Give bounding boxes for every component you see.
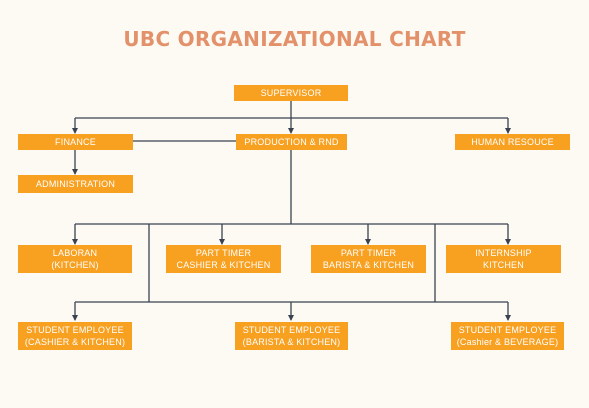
node-production-line1: PRODUCTION & RND xyxy=(244,137,339,147)
node-pt-cashier-line1: PART TIMER xyxy=(195,248,252,258)
node-internship-line1: INTERNSHIP xyxy=(475,248,532,258)
node-administration: ADMINISTRATION xyxy=(18,175,133,193)
node-part-timer-barista: PART TIMER BARISTA & KITCHEN xyxy=(311,245,426,273)
node-part-timer-cashier: PART TIMER CASHIER & KITCHEN xyxy=(166,245,281,273)
node-human-resource: HUMAN RESOUCE xyxy=(455,134,570,150)
node-pt-barista-line1: PART TIMER xyxy=(340,248,397,258)
node-hr-line1: HUMAN RESOUCE xyxy=(471,137,554,147)
node-finance: FINANCE xyxy=(18,134,133,150)
node-student-cashier-kitchen: STUDENT EMPLOYEE (CASHIER & KITCHEN) xyxy=(18,322,132,350)
node-pt-cashier-line2: CASHIER & KITCHEN xyxy=(176,260,271,270)
node-se-ck-line1: STUDENT EMPLOYEE xyxy=(26,325,124,335)
node-internship-line2: KITCHEN xyxy=(483,260,524,270)
node-laboran: LABORAN (KITCHEN) xyxy=(18,245,132,273)
node-finance-line1: FINANCE xyxy=(55,137,96,147)
node-se-ck-line2: (CASHIER & KITCHEN) xyxy=(24,337,126,347)
node-se-bk-line2: (BARISTA & KITCHEN) xyxy=(242,337,341,347)
node-internship: INTERNSHIP KITCHEN xyxy=(446,245,561,273)
node-se-bk-line1: STUDENT EMPLOYEE xyxy=(242,325,341,335)
node-production: PRODUCTION & RND xyxy=(236,134,347,150)
node-laboran-line1: LABORAN xyxy=(52,248,98,258)
node-laboran-line2: (KITCHEN) xyxy=(51,260,99,270)
node-supervisor-line1: SUPERVISOR xyxy=(260,88,322,98)
node-student-cashier-beverage: STUDENT EMPLOYEE (Cashier & BEVERAGE) xyxy=(451,322,564,350)
node-se-cb-line1: STUDENT EMPLOYEE xyxy=(458,325,557,335)
node-pt-barista-line2: BARISTA & KITCHEN xyxy=(322,260,415,270)
node-administration-line1: ADMINISTRATION xyxy=(35,179,116,189)
chart-title: UBC ORGANIZATIONAL CHART xyxy=(123,27,466,51)
node-student-barista-kitchen: STUDENT EMPLOYEE (BARISTA & KITCHEN) xyxy=(235,322,348,350)
node-se-cb-line2: (Cashier & BEVERAGE) xyxy=(456,337,559,347)
node-supervisor: SUPERVISOR xyxy=(234,85,348,101)
